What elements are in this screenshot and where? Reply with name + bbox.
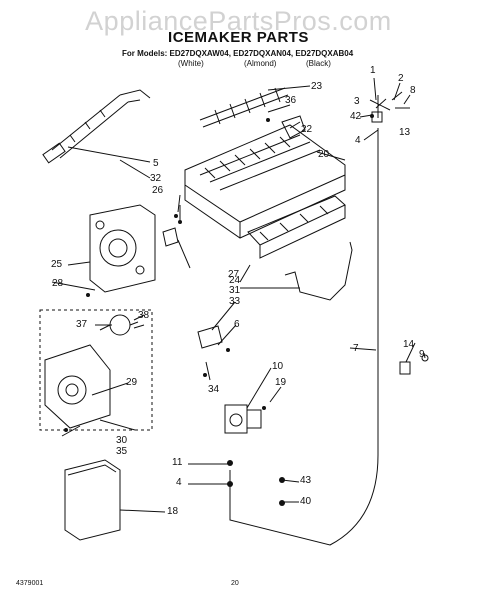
color-label-almond: (Almond) bbox=[244, 59, 277, 68]
wire-harness-part bbox=[42, 89, 151, 164]
callout-7: 7 bbox=[353, 343, 359, 354]
callout-43: 43 bbox=[300, 475, 312, 486]
models-line: For Models: ED27DQXAW04, ED27DQXAN04, ED… bbox=[122, 49, 354, 58]
callout-28: 28 bbox=[52, 278, 64, 289]
callout-10: 10 bbox=[272, 361, 284, 372]
callout-11: 11 bbox=[172, 457, 183, 468]
callout-30: 30 bbox=[116, 435, 128, 446]
callout-26: 26 bbox=[152, 185, 164, 196]
clip-part bbox=[399, 361, 411, 375]
callout-34: 34 bbox=[208, 384, 220, 395]
ice-bin-part bbox=[64, 459, 121, 541]
stripper-part bbox=[247, 195, 346, 259]
callout-35: 35 bbox=[116, 446, 128, 457]
callout-14: 14 bbox=[403, 339, 415, 350]
callout-37: 37 bbox=[76, 319, 88, 330]
callout-4-top: 4 bbox=[355, 135, 361, 146]
module-plate-part bbox=[44, 344, 111, 429]
callout-3: 3 bbox=[354, 96, 360, 107]
bracket-part bbox=[197, 325, 223, 349]
callout-40: 40 bbox=[300, 496, 312, 507]
coupler-part bbox=[162, 227, 179, 247]
cover-part bbox=[281, 115, 306, 139]
callout-4-bottom: 4 bbox=[176, 477, 182, 488]
callout-42: 42 bbox=[350, 111, 362, 122]
callout-2: 2 bbox=[398, 73, 404, 84]
washer-part bbox=[421, 354, 429, 362]
color-label-black: (Black) bbox=[306, 59, 331, 68]
watermark-text: AppliancePartsPros.com bbox=[85, 6, 392, 36]
callout-1: 1 bbox=[370, 65, 376, 76]
callout-20: 20 bbox=[318, 149, 330, 160]
callout-9: 9 bbox=[419, 349, 425, 360]
motor-housing-part bbox=[89, 204, 156, 293]
callout-29: 29 bbox=[126, 377, 138, 388]
callout-13: 13 bbox=[399, 127, 411, 138]
callout-31: 31 bbox=[229, 285, 241, 296]
ejector-part bbox=[199, 87, 289, 128]
callout-38: 38 bbox=[138, 310, 150, 321]
callout-36: 36 bbox=[285, 95, 297, 106]
callout-8: 8 bbox=[410, 85, 416, 96]
callout-27: 27 bbox=[228, 269, 240, 280]
ice-mold-part bbox=[184, 124, 346, 239]
footer-page-number: 20 bbox=[231, 580, 239, 587]
callout-23: 23 bbox=[311, 81, 323, 92]
shutoff-arm-part bbox=[284, 241, 353, 301]
callout-18: 18 bbox=[167, 506, 179, 517]
module-dashed-box bbox=[39, 309, 153, 431]
callout-22: 22 bbox=[301, 124, 313, 135]
callout-19: 19 bbox=[275, 377, 287, 388]
footer-code: 4379001 bbox=[16, 580, 44, 587]
water-tube-part bbox=[229, 128, 379, 546]
callout-33: 33 bbox=[229, 296, 241, 307]
page-title: ICEMAKER PARTS bbox=[168, 29, 309, 46]
color-label-white: (White) bbox=[178, 59, 204, 68]
callout-5: 5 bbox=[153, 158, 159, 169]
water-valve-part bbox=[224, 404, 262, 434]
callout-25: 25 bbox=[51, 259, 63, 270]
callout-32: 32 bbox=[150, 173, 162, 184]
callout-24: 24 bbox=[229, 275, 241, 286]
callout-6: 6 bbox=[234, 319, 240, 330]
